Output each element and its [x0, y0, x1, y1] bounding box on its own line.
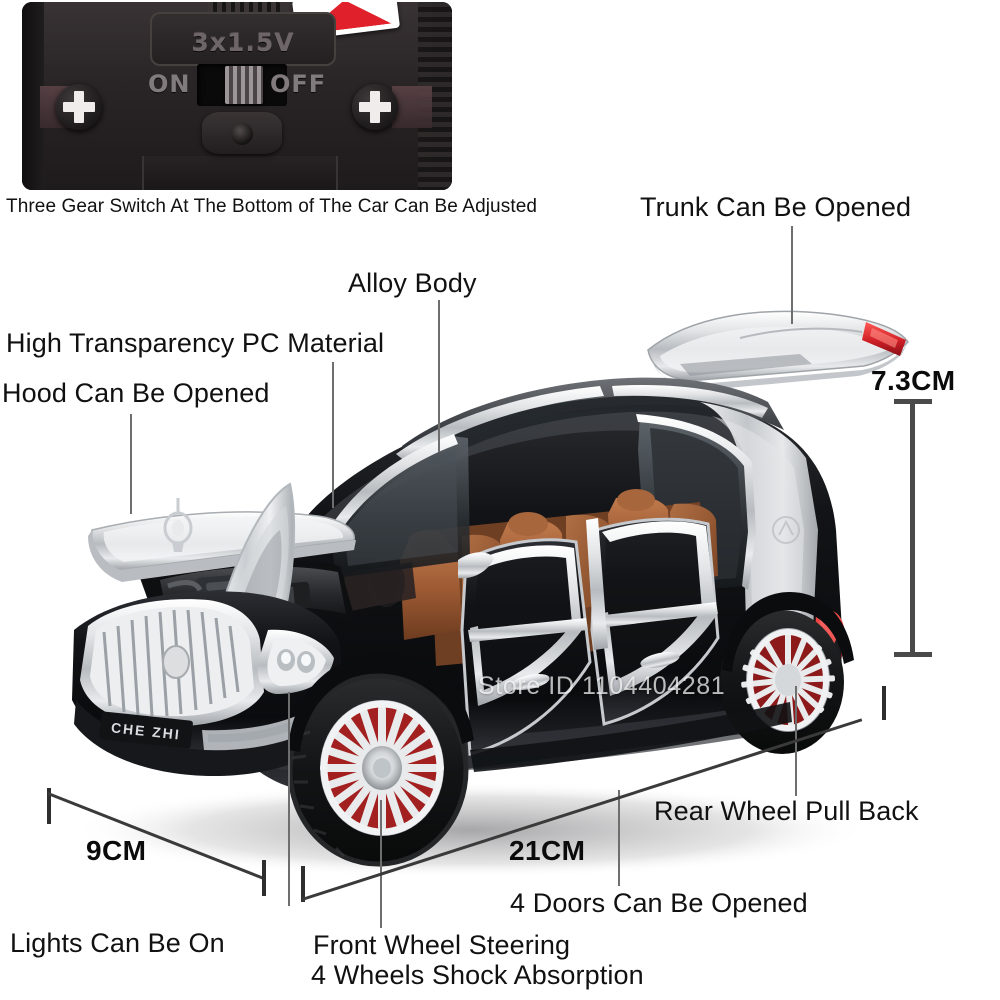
caption-pc-material: High Transparency PC Material	[6, 328, 385, 358]
headlight	[257, 629, 334, 694]
chassis-shadow-right	[392, 86, 432, 128]
dim-length-cap-right	[882, 686, 886, 720]
front-wheel	[287, 654, 474, 867]
leader-trunk	[791, 226, 793, 324]
leader-alloy-body	[438, 300, 440, 452]
dim-width-cap-right	[262, 860, 266, 896]
dim-height-cap-bottom	[894, 652, 932, 657]
leader-pc-material	[332, 362, 334, 508]
chassis-left-edge	[22, 2, 44, 190]
caption-alloy-body: Alloy Body	[348, 268, 477, 298]
gear-switch-slider	[225, 66, 263, 104]
dim-width-cap-left	[47, 788, 51, 824]
car-photo: CHE ZHI	[0, 230, 1000, 890]
dim-height-line	[910, 399, 915, 657]
switch-off-label: OFF	[270, 70, 327, 98]
store-id-watermark: Store ID 1104404281	[478, 672, 726, 700]
rear-wheel	[720, 592, 854, 754]
leader-doors	[618, 790, 620, 886]
voltage-text: 3x1.5V	[191, 28, 295, 57]
grille-slats	[90, 606, 254, 717]
screw-icon	[56, 84, 102, 130]
dimension-height-label: 7.3CM	[871, 365, 956, 396]
dimension-width-label: 9CM	[86, 835, 147, 866]
caption-doors: 4 Doors Can Be Opened	[510, 888, 808, 918]
caption-front-wheel-steering: Front Wheel Steering	[313, 930, 571, 960]
battery-compartment-photo: 3x1.5V ON OFF	[22, 2, 452, 190]
caption-hood: Hood Can Be Opened	[2, 378, 270, 408]
leader-front-wheel	[380, 800, 382, 928]
hood-ornament	[163, 498, 193, 552]
screw-icon	[352, 84, 398, 130]
leader-hood	[130, 414, 132, 514]
pullback-pin	[202, 112, 282, 154]
open-rear-door	[590, 517, 720, 726]
caption-rear-wheel: Rear Wheel Pull Back	[654, 796, 919, 826]
open-far-door	[212, 482, 296, 635]
front-end: CHE ZHI	[72, 482, 356, 776]
caption-shock-absorption: 4 Wheels Shock Absorption	[311, 960, 644, 990]
switch-on-label: ON	[148, 70, 191, 98]
lower-cover-plate	[142, 156, 338, 190]
open-trunk-lid	[647, 310, 909, 390]
dimension-length-label: 21CM	[509, 835, 586, 866]
license-plate-text: CHE ZHI	[110, 719, 181, 742]
leader-lights	[288, 692, 290, 906]
dim-length-cap-left	[301, 866, 305, 902]
open-front-door	[458, 538, 592, 756]
caption-trunk: Trunk Can Be Opened	[640, 192, 912, 222]
caption-gear-switch: Three Gear Switch At The Bottom of The C…	[6, 196, 538, 217]
license-plate-bg	[99, 711, 193, 749]
battery-door	[150, 12, 336, 66]
gear-switch-well	[197, 64, 287, 106]
caption-lights: Lights Can Be On	[10, 928, 225, 958]
b-pillar	[586, 518, 608, 650]
